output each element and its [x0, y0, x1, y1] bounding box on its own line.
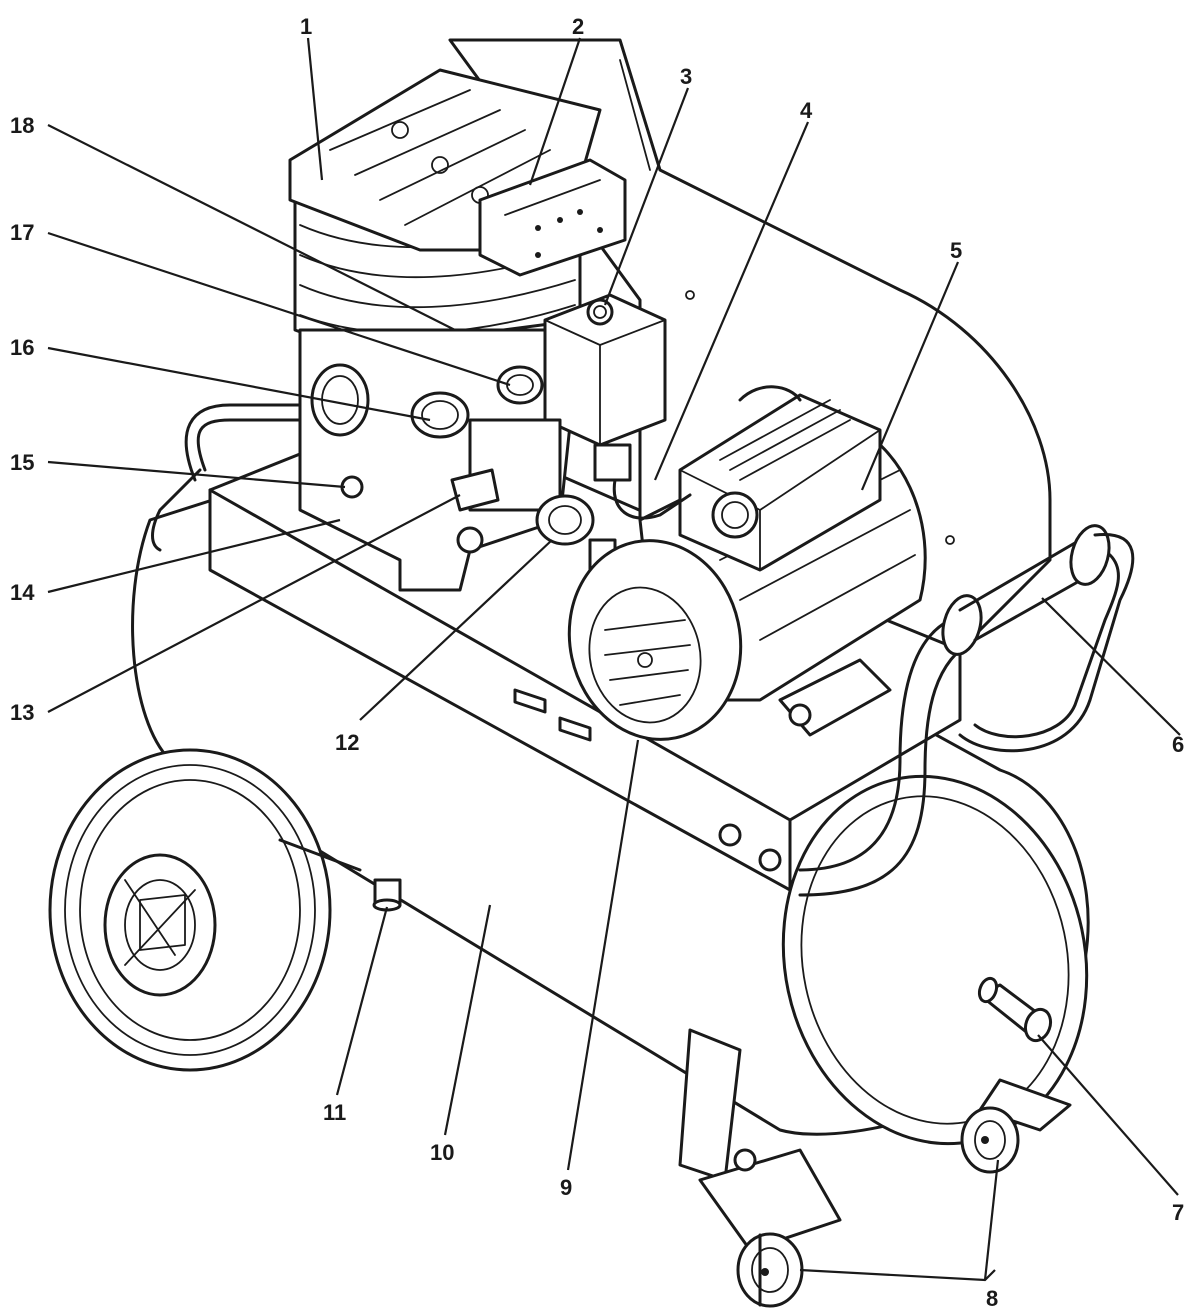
- leader-3: [603, 87, 690, 306]
- leader-12: [359, 539, 553, 721]
- callout-14: 14: [10, 580, 35, 605]
- callout-16: 16: [10, 335, 34, 360]
- callout-10: 10: [430, 1140, 454, 1165]
- delivery-pipe: [798, 524, 1111, 897]
- callout-1: 1: [300, 14, 312, 39]
- valve-manifold: [410, 365, 617, 582]
- leader-5: [860, 261, 960, 491]
- leader-15: [47, 460, 346, 489]
- callout-15: 15: [10, 450, 34, 475]
- quick-coupling: [977, 976, 1053, 1043]
- callout-12: 12: [335, 730, 359, 755]
- leader-13: [47, 494, 461, 713]
- leader-lines: [47, 37, 1181, 1282]
- leader-17: [47, 231, 511, 387]
- electric-motor: [567, 385, 927, 741]
- callout-6: 6: [1172, 732, 1184, 757]
- callout-13: 13: [10, 700, 34, 725]
- leader-11: [335, 906, 389, 1096]
- callout-18: 18: [10, 113, 34, 138]
- leader-4: [653, 121, 810, 481]
- leader-1: [306, 37, 324, 181]
- callout-11: 11: [323, 1100, 346, 1125]
- callout-5: 5: [950, 238, 962, 263]
- leader-14: [47, 518, 341, 594]
- leader-16: [47, 346, 431, 422]
- leader-8b: [983, 1159, 1000, 1281]
- callout-7: 7: [1172, 1200, 1184, 1225]
- leader-9: [566, 739, 640, 1171]
- air-filter: [478, 158, 627, 277]
- feet-and-casters: [678, 1028, 1072, 1308]
- callout-17: 17: [10, 220, 34, 245]
- wheel: [48, 748, 362, 1072]
- leader-18: [47, 124, 456, 331]
- leader-10: [443, 904, 492, 1136]
- leader-6: [1041, 597, 1181, 736]
- callout-4: 4: [800, 98, 813, 123]
- callout-9: 9: [560, 1175, 572, 1200]
- drain-valve: [372, 878, 402, 912]
- callout-2: 2: [572, 14, 584, 39]
- callout-labels: 1 2 3 4 5 6 7 8 9 10 11 12 13 14 15 16 1…: [10, 14, 1184, 1311]
- callout-8: 8: [986, 1286, 998, 1311]
- carry-handle: [151, 403, 1135, 753]
- leader-8: [799, 1268, 996, 1282]
- callout-3: 3: [680, 64, 692, 89]
- leader-7: [1037, 1034, 1179, 1196]
- leader-2: [528, 37, 582, 186]
